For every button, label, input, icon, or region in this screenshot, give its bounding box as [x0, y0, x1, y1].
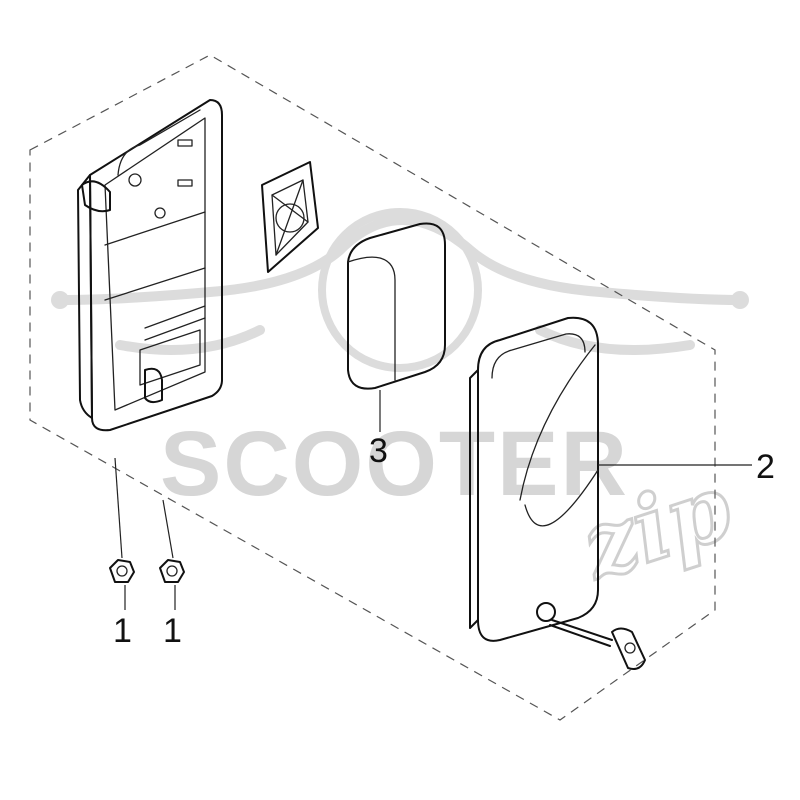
leader-nut-right	[162, 499, 174, 559]
watermark-circle-icon	[318, 208, 482, 372]
assembly-boundary	[29, 54, 716, 721]
callout-filter-element: 3	[369, 432, 388, 470]
air-filter-housing	[77, 99, 223, 432]
air-filter-cover	[469, 316, 599, 642]
watermark-main-text: SCOOTER	[160, 413, 629, 515]
nut-left	[109, 559, 135, 583]
leader-nut-left	[114, 457, 123, 559]
callout-nut-right: 1	[163, 612, 182, 650]
filter-element	[347, 222, 446, 390]
callout-nut-left: 1	[113, 612, 132, 650]
cover-bolt	[549, 619, 646, 670]
watermark: SCOOTER zip	[51, 208, 749, 602]
nut-right	[159, 559, 185, 583]
callout-cover: 2	[756, 448, 775, 486]
filter-gasket	[261, 161, 319, 273]
